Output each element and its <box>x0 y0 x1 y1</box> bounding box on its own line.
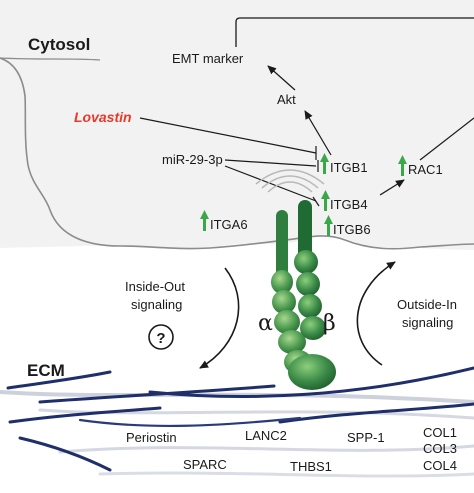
mir-inhibits-itgb1 <box>224 159 319 172</box>
ecm-col1: COL1 <box>423 425 457 440</box>
lovastin-inhibits-itgb1 <box>139 117 317 160</box>
ecm-label: ECM <box>27 361 65 380</box>
green-up-arrow-icon <box>200 210 209 231</box>
inside-out-arrow <box>199 267 240 369</box>
ecm-spp1: SPP-1 <box>347 430 385 445</box>
question-mark: ? <box>156 330 165 347</box>
mir-29-3p-label: miR-29-3p <box>162 152 223 167</box>
outside-in-label-line1: Outside-In <box>397 297 457 312</box>
signal-wave-icon <box>255 169 325 193</box>
lovastin-label: Lovastin <box>74 109 132 125</box>
outside-in-arrow <box>356 261 396 366</box>
inside-out-label-line1: Inside-Out <box>125 279 185 294</box>
cytosol-upper-edge <box>0 57 101 61</box>
ecm-periostin: Periostin <box>126 430 177 445</box>
ecm-fibers <box>0 366 474 478</box>
beta-label: β <box>323 311 336 336</box>
itgb1-label: ITGB1 <box>330 160 368 175</box>
itga6-label: ITGA6 <box>210 217 248 232</box>
feedback-bracket-line <box>235 17 474 47</box>
green-up-arrow-icon <box>324 215 333 236</box>
cytosol-region <box>0 0 474 250</box>
ecm-lanc2: LANC2 <box>245 428 287 443</box>
outside-in-label-line2: signaling <box>402 315 453 330</box>
itgb4-to-rac1-arrow <box>379 179 405 196</box>
ecm-thbs1: THBS1 <box>290 459 332 474</box>
integrin-heterodimer <box>271 200 336 390</box>
itgb1-to-akt-arrow <box>304 110 332 156</box>
cytosol-label: Cytosol <box>28 35 90 54</box>
akt-label: Akt <box>277 92 296 107</box>
inside-out-label-line2: signaling <box>131 297 182 312</box>
green-up-arrow-icon <box>320 153 329 174</box>
rac1-label: RAC1 <box>408 162 443 177</box>
emt-marker-label: EMT marker <box>172 51 244 66</box>
ecm-col4: COL4 <box>423 458 457 473</box>
integrin-beta-subunit <box>288 200 336 390</box>
green-up-arrow-icon <box>321 190 330 211</box>
ecm-col3: COL3 <box>423 441 457 456</box>
alpha-label: α <box>258 311 273 336</box>
akt-to-emt-arrow <box>267 65 296 91</box>
ecm-sparc: SPARC <box>183 457 227 472</box>
rac1-outbound-line <box>419 117 474 161</box>
green-up-arrow-icon <box>398 155 407 176</box>
cell-membrane <box>0 57 474 250</box>
mir-inhibits-itgb4 <box>224 165 320 207</box>
itgb6-label: ITGB6 <box>333 222 371 237</box>
question-circle-icon: ? <box>148 324 174 350</box>
itgb4-label: ITGB4 <box>330 197 368 212</box>
